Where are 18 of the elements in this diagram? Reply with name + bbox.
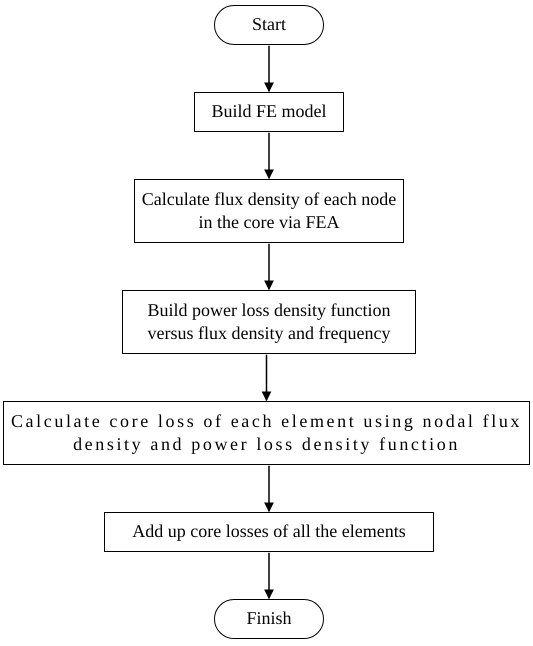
step-label: Build power loss density function versus flux density and frequency [146, 298, 392, 345]
arrow [264, 466, 274, 512]
step-label: Start [252, 13, 286, 36]
step-label: Finish [246, 607, 292, 630]
process-box [122, 290, 416, 354]
arrow [264, 132, 274, 180]
step-label: Calculate core loss of each element using nodal flux density and power loss density function [10, 410, 524, 456]
process-box [3, 401, 530, 465]
step-label: Calculate flux density of each node in the core via FEA [140, 188, 398, 234]
arrow [264, 46, 274, 92]
process-box [104, 512, 434, 552]
step-label: Build FE model [211, 100, 326, 124]
step-label: Add up core losses of all the elements [132, 520, 406, 544]
arrow [262, 354, 272, 402]
process-box [194, 92, 344, 132]
process-box [134, 179, 404, 243]
arrow [264, 244, 274, 290]
arrow [264, 552, 274, 600]
